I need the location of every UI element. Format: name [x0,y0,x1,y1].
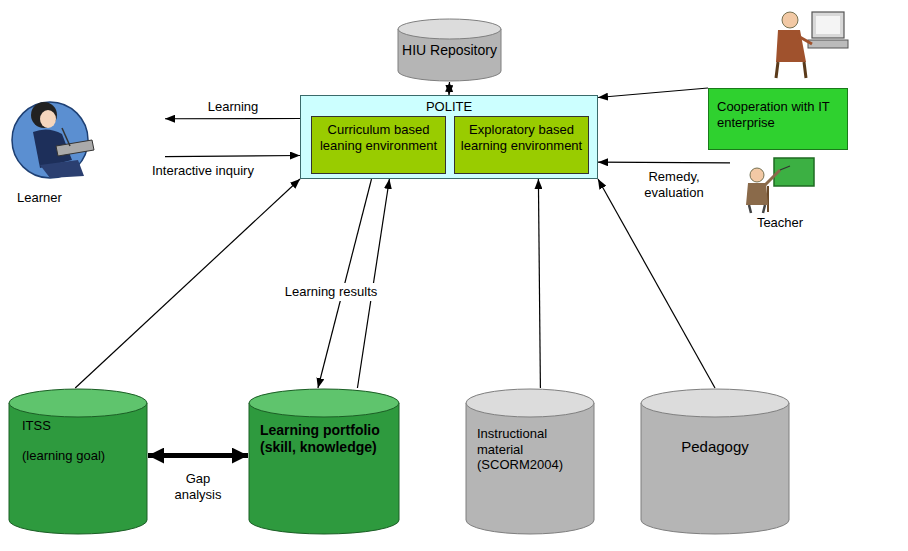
cylinder-body [466,403,594,534]
arrow [538,179,540,388]
chair [12,102,88,178]
teacher-figure [746,158,814,213]
cylinder-shape [248,388,400,535]
environment-box: Curriculum based leaning environment [311,116,446,174]
edge-label: Remedy, evaluation [632,168,716,201]
edge-label: Gap analysis [160,470,236,503]
repository-cylinder: HIU Repository [397,18,502,82]
goal-cylinder: ITSS (learning goal) [8,388,148,535]
arrow [598,179,715,388]
laptop [56,140,94,156]
monitor [812,12,844,38]
cylinder-top [249,389,399,417]
arrow [165,155,300,156]
legs [749,205,765,213]
node-label: Curriculum based leaning environment [316,122,441,153]
cylinder-top [398,19,501,39]
node-label: HIU Repository [402,42,497,59]
learner-actor: Learner [5,95,165,208]
arm [764,170,780,186]
teacher-actor: Teacher [730,155,830,233]
head [750,168,764,182]
node-label: ITSS [22,418,51,434]
hair [31,102,57,128]
edge-label: Learning [198,98,268,116]
double-arrow [448,82,450,95]
legs [40,160,84,178]
arrow [598,162,730,164]
portfolio-cylinder: Learning portfolio (skill, knowledge) [248,388,400,535]
node-label: POLITE [426,99,472,115]
edge-label: Interactive inquiry [150,162,290,180]
arrow [318,179,372,388]
node-label: Pedagogy [681,438,749,456]
cylinder-top [641,389,789,417]
edge-label: Learning results [278,283,384,301]
node-label: Cooperation with IT enterprise [717,99,843,130]
cylinder-body [9,403,147,534]
arrow [357,179,389,388]
pedagogy-cylinder: Pedagogy [640,388,790,535]
body [776,30,806,62]
learner-figure [12,102,94,178]
arrow [75,179,300,388]
node-subtext: (learning goal) [22,448,105,464]
arrow [165,118,300,119]
environment-box: Exploratory based learning environment [454,116,589,174]
screen [816,16,840,34]
system-box: POLITE Curriculum based leaning environme… [300,95,598,179]
legs [776,62,806,78]
double-arrow [148,453,248,458]
cylinder-body [249,403,399,534]
pointer [780,166,790,170]
face [40,110,56,128]
node-label: Learning portfolio (skill, knowledge) [260,422,388,456]
it-person-figure [776,12,848,78]
material-cylinder: Instructional material (SCORM2004) [465,388,595,535]
cylinder-body [641,403,789,534]
node-label: Teacher [757,215,803,231]
node-label: Learner [17,190,62,206]
node-label: Instructional material (SCORM2004) [477,426,585,473]
node-label: Exploratory based learning environment [459,122,584,153]
cylinder-top [466,389,594,417]
laptop-screen [62,128,70,146]
keyboard [808,40,848,48]
arrow [598,88,708,98]
partner-box: Cooperation with IT enterprise [708,88,848,150]
head [782,12,798,28]
cylinder-top [9,389,147,417]
cylinder-shape [640,388,790,535]
arm [798,36,812,44]
